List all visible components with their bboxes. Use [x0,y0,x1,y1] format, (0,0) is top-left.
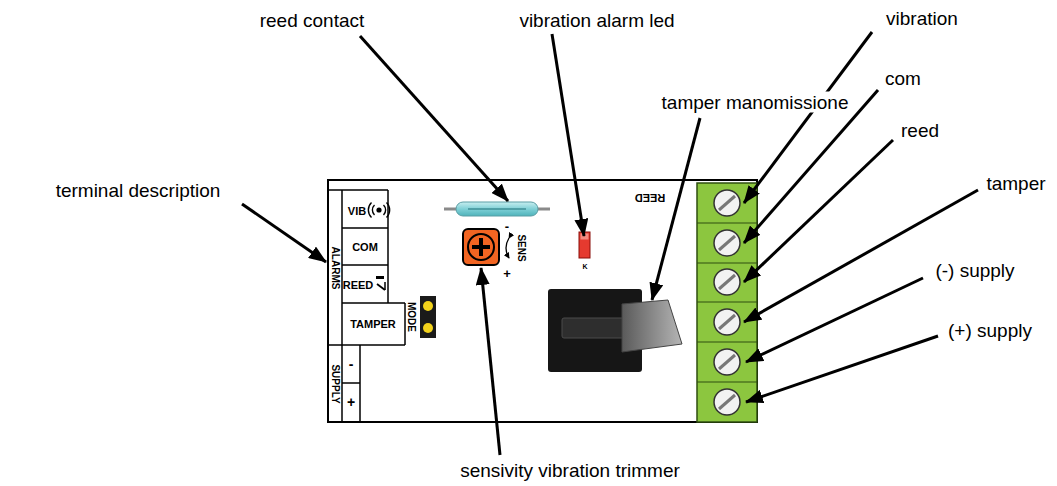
trimmer-sign: - [505,220,509,233]
callout-label: terminal description [54,180,223,201]
group-name: SUPPLY [330,364,340,403]
leader-arrow [744,140,893,282]
callout-label: (-) supply [933,260,1016,281]
screw-slot [719,315,735,329]
screw-slot [719,355,735,369]
table-line [342,264,388,266]
callout-label: vibration [884,8,960,29]
callout-label: com [883,68,923,89]
supply-sign: - [349,357,354,371]
terminal-name: COM [352,242,378,253]
leader-arrows [242,32,978,455]
trimmer-knob [468,234,494,260]
silkscreen-label: REED [635,192,666,203]
vibration-icon [387,203,390,218]
callout-label: tamper manomissione [660,92,851,113]
leader-arrow [552,34,584,236]
supply-sign: + [347,395,355,409]
table-line [328,189,388,191]
leader-arrow [242,204,326,262]
switch-slot [562,318,628,338]
screw [714,190,740,415]
terminal-divider [697,223,757,224]
pcb-board [328,180,757,422]
screw-slot [719,395,735,409]
reed-icon [384,282,386,290]
vibration-icon [376,207,381,212]
leader-arrow [744,190,978,322]
table-line [328,344,405,346]
reed-blade [468,208,526,210]
screw-head [714,269,740,295]
sensitivity-trimmer [463,229,499,265]
screw-head [714,190,740,216]
terminal-divider [697,302,757,303]
callout-label: tamper [984,173,1047,194]
callout-label: vibration alarm led [517,10,676,31]
screw-slot [719,275,735,289]
screw-head [714,349,740,375]
leader-arrow [360,36,508,201]
led-cathode-mark: K [582,263,587,270]
reed-contact [456,202,538,216]
callout-label: reed contact [258,10,367,31]
vibration-icon [368,203,371,218]
screw-head [714,230,740,256]
callout-label: sensivity vibration trimmer [458,460,682,481]
terminal-name: VIB [348,206,366,217]
terminal-block [697,183,757,422]
screw-slot [719,196,735,210]
jumper-pin [423,301,433,311]
table-line [342,382,360,384]
leader-arrow [652,118,700,300]
screw-slot [719,236,735,250]
trimmer-slot [479,238,483,256]
terminal-divider [697,263,757,264]
terminal-divider [697,382,757,383]
reed-icon [376,276,384,279]
leader-arrow [746,336,938,402]
silkscreen-label: SENS [516,234,526,261]
jumper-pin [423,323,433,333]
trimmer-sign: + [503,267,511,280]
screw-head [714,389,740,415]
terminal-divider [697,342,757,343]
table-line [341,190,343,422]
callout-label: reed [899,120,941,141]
vibration-icon [384,205,386,215]
table-line [387,190,389,303]
callout-label: (+) supply [946,320,1034,341]
vibration-icon [372,205,374,215]
sens-arrow [506,238,509,258]
mode-jumper [420,296,436,338]
screw-head [714,309,740,335]
jumper-name: MODE [406,302,416,332]
terminal-name: TAMPER [350,319,396,330]
leader-arrow [481,268,500,455]
terminal-name: REED [343,280,374,291]
group-name: ALARMS [330,247,340,290]
table-line [404,303,406,345]
tamper-lever [622,300,682,352]
reed-icon [377,284,385,290]
table-line [342,302,405,304]
table-line [342,227,388,229]
